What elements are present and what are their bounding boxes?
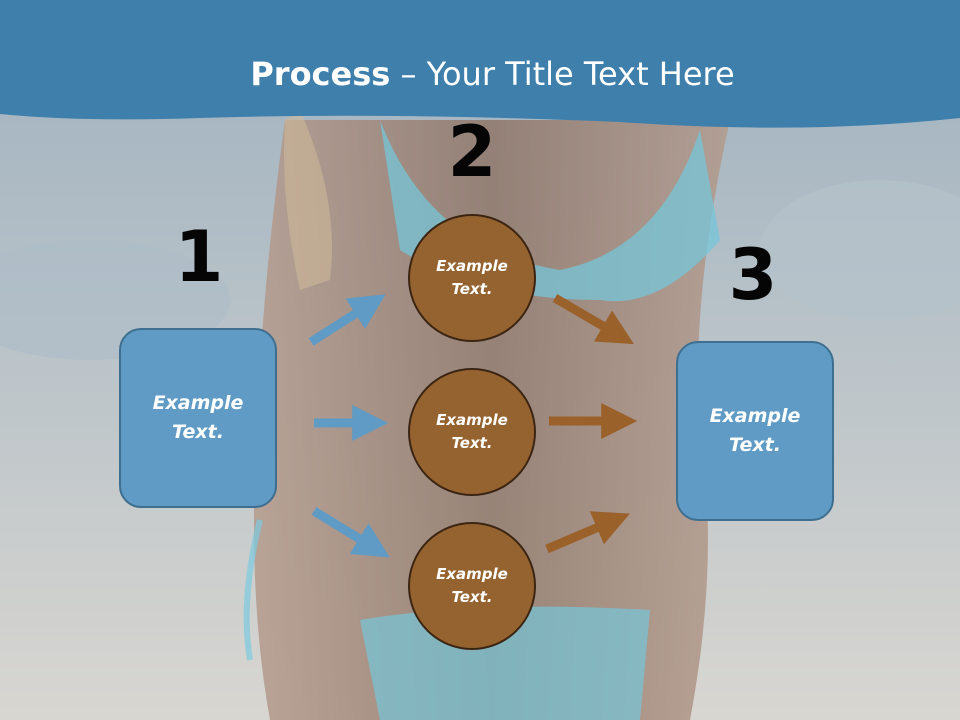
step-1-text: Example Text. (152, 392, 244, 443)
arrow-2-bottom-to-3 (545, 511, 630, 554)
step-3-box: Example Text. (676, 341, 834, 521)
title-bold: Process (250, 55, 391, 93)
page-title: Process – Your Title Text Here (0, 52, 960, 96)
step-1-number: 1 (174, 216, 224, 298)
step-2-item-1-text: Example Text. (436, 257, 508, 298)
arrow-1-to-2-bottom (311, 507, 390, 558)
step-1-box: Example Text. (119, 328, 277, 508)
step-2-item-2-text: Example Text. (436, 411, 508, 452)
step-2-circle-1: Example Text. (408, 214, 536, 342)
step-3-number: 3 (728, 234, 778, 316)
step-2-item-3-text: Example Text. (436, 565, 508, 606)
title-rest: – Your Title Text Here (390, 55, 735, 93)
step-2-circle-3: Example Text. (408, 522, 536, 650)
step-2-circle-2: Example Text. (408, 368, 536, 496)
step-2-number: 2 (447, 111, 497, 193)
arrow-2-top-to-3 (552, 294, 634, 345)
arrow-1-to-2-top (308, 294, 386, 346)
step-3-text: Example Text. (709, 405, 801, 456)
